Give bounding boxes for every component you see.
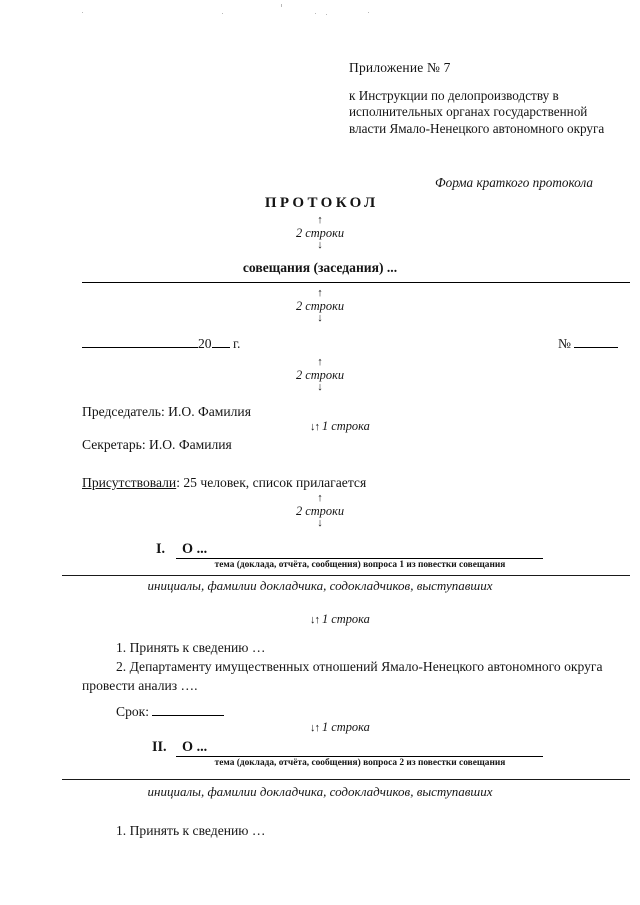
arrow-up-icon: ↑	[317, 214, 323, 226]
section-caption-rule-1	[62, 575, 630, 576]
spacing-marker-two-lines: ↑ 2 строки ↓	[0, 492, 640, 529]
instruction-reference: к Инструкции по делопроизводству в испол…	[349, 88, 605, 136]
spacing-marker-label: 2 строки	[295, 504, 345, 518]
section-caption-rule-2	[62, 779, 630, 780]
section-item-1-1: 1. Принять к сведению …	[116, 640, 266, 655]
subtitle-rule	[82, 282, 630, 284]
scan-speck	[326, 14, 327, 15]
secretary-line: Секретарь: И.О. Фамилия	[82, 437, 232, 452]
spacing-marker-one-line: ↓↑1 строка	[310, 612, 370, 627]
spacing-marker-label: 2 строки	[295, 226, 345, 240]
spacing-marker-label: 1 строка	[322, 720, 370, 734]
section-subject-2: О ...	[182, 739, 208, 755]
scan-speck	[368, 12, 369, 13]
scan-speck	[222, 13, 223, 14]
section-speakers-2: инициалы, фамилии докладчика, содокладчи…	[147, 784, 493, 799]
deadline-blank[interactable]	[152, 715, 225, 716]
attendees-label: Присутствовали	[82, 475, 177, 490]
spacing-marker-one-line: ↓↑1 строка	[310, 419, 370, 434]
scan-speck	[82, 12, 83, 13]
arrow-down-icon: ↓	[317, 381, 323, 393]
spacing-marker-label: 1 строка	[322, 419, 370, 433]
appendix-number: Приложение № 7	[349, 60, 451, 75]
section-subject-1: О ...	[182, 541, 208, 557]
date-field[interactable]: 20 г.	[82, 336, 240, 352]
number-field[interactable]: №	[558, 336, 619, 352]
section-caption-2: тема (доклада, отчёта, сообщения) вопрос…	[214, 758, 506, 768]
arrow-down-icon: ↓	[317, 312, 323, 324]
section-speakers-1: инициалы, фамилии докладчика, содокладчи…	[147, 578, 493, 593]
form-label: Форма краткого протокола	[435, 175, 593, 190]
scan-speck	[315, 13, 316, 14]
arrow-up-icon: ↑	[317, 287, 323, 299]
spacing-marker-label: 2 строки	[295, 299, 345, 313]
number-symbol: №	[558, 336, 571, 351]
arrow-pair-icon: ↓↑	[310, 421, 320, 433]
arrow-up-icon: ↑	[317, 492, 323, 504]
arrow-pair-icon: ↓↑	[310, 722, 320, 734]
spacing-marker-two-lines: ↑ 2 строки ↓	[0, 214, 640, 251]
attendees-rest: : 25 человек, список прилагается	[176, 475, 367, 490]
date-year: 20	[198, 336, 212, 351]
number-blank[interactable]	[574, 347, 619, 348]
year-blank[interactable]	[211, 347, 230, 348]
chairman-line: Председатель: И.О. Фамилия	[82, 404, 251, 419]
arrow-up-icon: ↑	[317, 356, 323, 368]
spacing-marker-two-lines: ↑ 2 строки ↓	[0, 287, 640, 324]
date-blank[interactable]	[82, 347, 198, 348]
section-subject-rule-1	[176, 558, 543, 560]
section-item-1-2: 2. Департаменту имущественных отношений …	[82, 659, 603, 693]
deadline-field-1[interactable]: Срок:	[116, 704, 225, 720]
section-number-1: I.	[156, 541, 166, 557]
section-item-2-1: 1. Принять к сведению …	[116, 823, 266, 838]
arrow-down-icon: ↓	[317, 239, 323, 251]
date-suffix: г.	[233, 336, 241, 351]
section-caption-1: тема (доклада, отчёта, сообщения) вопрос…	[214, 560, 506, 570]
spacing-marker-label: 1 строка	[322, 612, 370, 626]
attendees-line: Присутствовали: 25 человек, список прила…	[82, 475, 366, 491]
section-number-2: II.	[152, 739, 167, 755]
section-subject-rule-2	[176, 756, 543, 758]
arrow-down-icon: ↓	[317, 517, 323, 529]
deadline-label: Срок:	[116, 704, 150, 719]
scan-speck	[281, 4, 282, 7]
meeting-subtitle: совещания (заседания) ...	[242, 260, 398, 275]
spacing-marker-label: 2 строки	[295, 368, 345, 382]
arrow-pair-icon: ↓↑	[310, 614, 320, 626]
spacing-marker-two-lines: ↑ 2 строки ↓	[0, 356, 640, 393]
page-title: ПРОТОКОЛ	[264, 195, 379, 211]
spacing-marker-one-line: ↓↑1 строка	[310, 720, 370, 735]
